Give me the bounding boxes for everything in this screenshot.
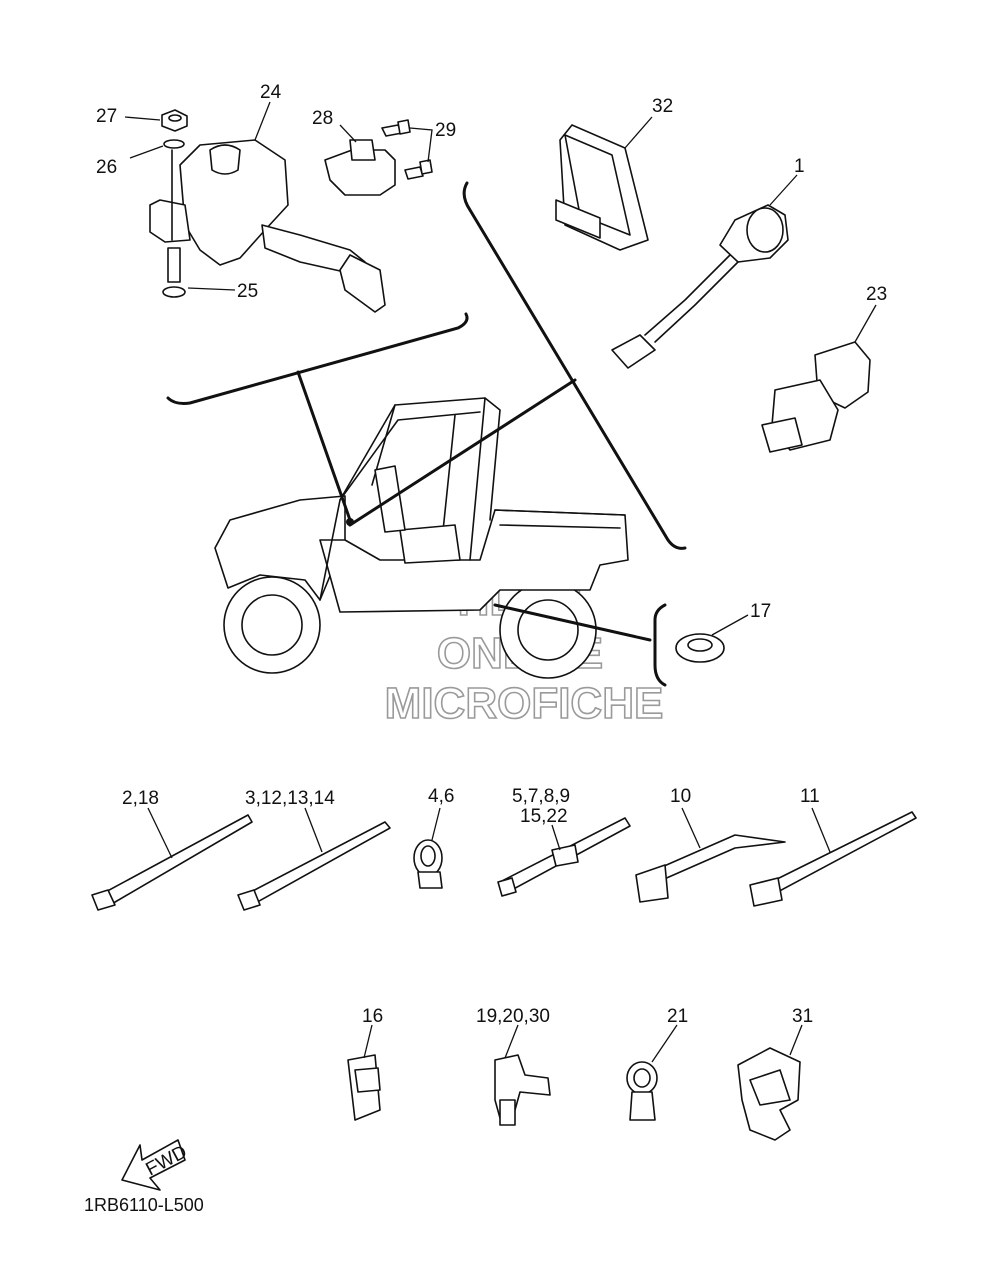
callout-2-18: 2,18 (122, 788, 159, 809)
part-32-module (555, 116, 653, 251)
cable-ties-row (91, 807, 917, 911)
part-26-washer (129, 139, 185, 241)
callout-15-22: 15,22 (520, 806, 568, 827)
part-1-socket (611, 174, 798, 369)
part-23-switch (761, 304, 877, 453)
pointer-lines (166, 181, 687, 687)
part-28-sensor (324, 124, 396, 196)
callout-28: 28 (312, 108, 333, 129)
part-29-screws (381, 119, 433, 180)
callout-26: 26 (96, 157, 117, 178)
part-27-nut (124, 109, 188, 132)
callout-11: 11 (800, 786, 820, 807)
callout-5-7-8-9: 5,7,8,9 (512, 786, 570, 807)
callout-17: 17 (750, 601, 771, 622)
drawing-code: 1RB6110-L500 (84, 1195, 204, 1215)
callout-25: 25 (237, 281, 258, 302)
callout-10: 10 (670, 786, 691, 807)
callout-32: 32 (652, 96, 673, 117)
callout-3-12-13-14: 3,12,13,14 (245, 788, 335, 809)
clips-row (347, 1024, 803, 1141)
callout-27: 27 (96, 106, 117, 127)
callout-31: 31 (792, 1006, 813, 1027)
fwd-arrow-icon: FWD (121, 1139, 191, 1191)
vehicle-illustration (214, 397, 629, 679)
part-17-grommet (675, 614, 749, 663)
callout-1: 1 (794, 156, 805, 177)
part-24-relay-assembly (149, 101, 386, 313)
callout-19-20-30: 19,20,30 (476, 1006, 550, 1027)
callout-24: 24 (260, 82, 282, 103)
callouts: 24 27 26 25 28 29 32 1 23 17 2,18 3,12,1… (96, 82, 887, 1027)
callout-23: 23 (866, 284, 887, 305)
callout-29: 29 (435, 120, 456, 141)
callout-21: 21 (667, 1006, 688, 1027)
callout-16: 16 (362, 1006, 383, 1027)
watermark-line-3: MICROFICHE (385, 679, 664, 728)
callout-4-6: 4,6 (428, 786, 454, 807)
part-25-bolt (162, 247, 236, 298)
